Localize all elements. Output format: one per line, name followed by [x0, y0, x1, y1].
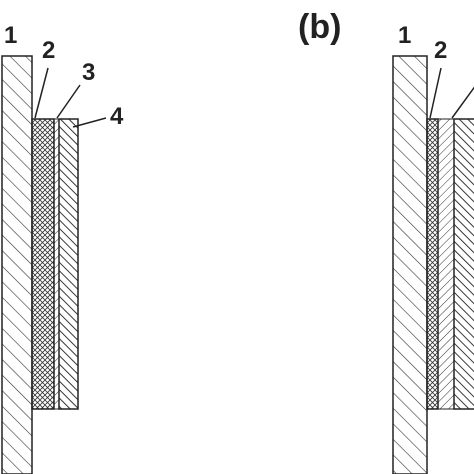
panel-b-layer-1-substrate — [392, 55, 428, 474]
panel-b-leader-3 — [451, 86, 474, 119]
panel-b-title: (b) — [298, 8, 341, 46]
panel-b-label-1: 1 — [398, 22, 411, 49]
panel-a: 1 2 3 4 — [1, 22, 124, 474]
panel-a-layer-1-substrate — [1, 55, 33, 474]
panel-a-label-4: 4 — [110, 103, 124, 130]
panel-a-layer-4 — [58, 118, 79, 410]
panel-b: (b) 1 2 — [298, 8, 474, 474]
panel-b-leader-2 — [429, 67, 442, 119]
panel-a-label-3: 3 — [82, 59, 95, 86]
panel-a-leader-4 — [72, 117, 107, 128]
panel-b-layer-4 — [453, 118, 474, 410]
panel-b-layer-2 — [426, 118, 439, 410]
panel-a-label-2: 2 — [42, 37, 55, 64]
panel-a-leader-2 — [34, 67, 49, 119]
panel-a-leader-3 — [56, 84, 81, 119]
panel-b-label-2: 2 — [434, 37, 447, 64]
panel-b-layer-3 — [437, 118, 455, 410]
panel-a-layer-2 — [31, 118, 55, 410]
panel-a-label-1: 1 — [4, 22, 17, 49]
